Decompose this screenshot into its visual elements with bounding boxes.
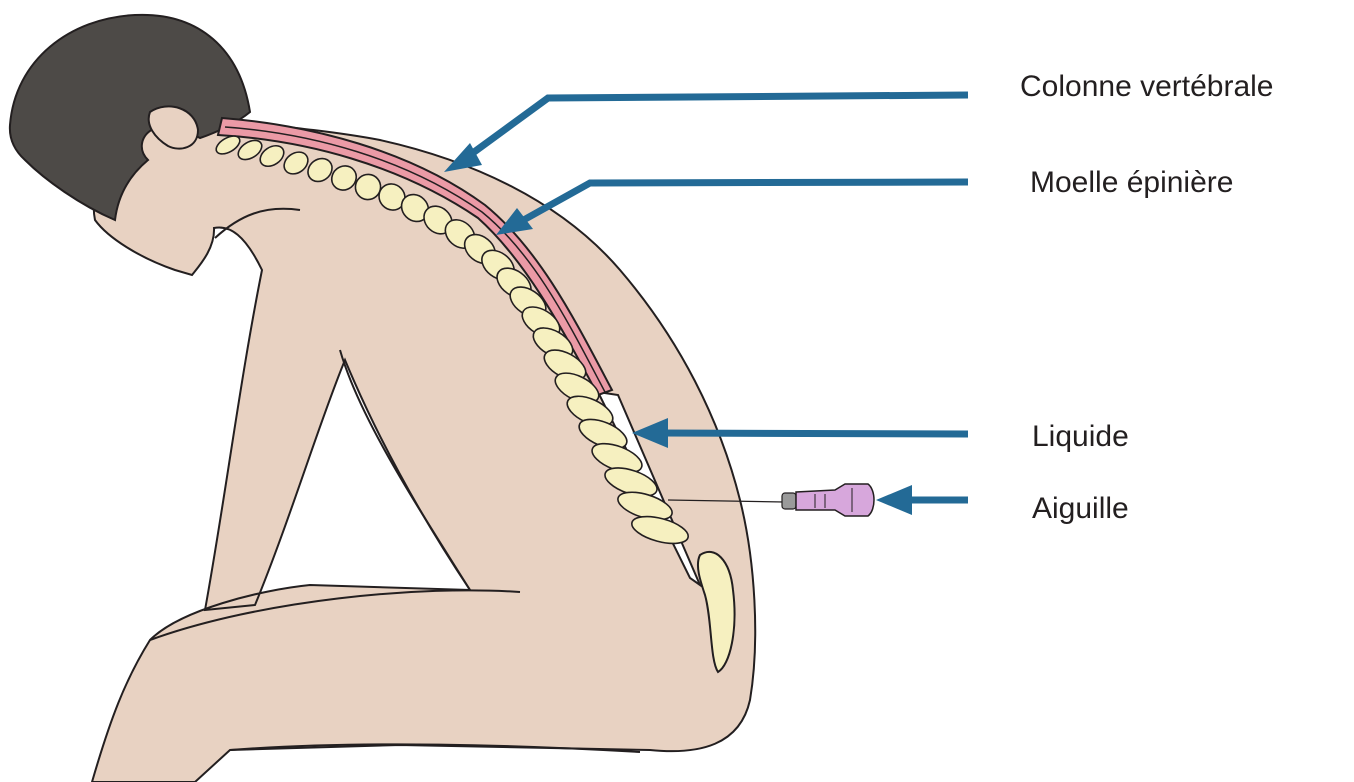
arrow-spine [444,95,968,172]
needle-tip-hub [782,493,796,509]
label-spine: Colonne vertébrale [1020,72,1274,102]
label-fluid: Liquide [1032,422,1129,452]
arrow-needle [876,485,968,515]
label-needle: Aiguille [1032,494,1129,524]
needle-hub [796,484,874,516]
label-spinal-cord: Moelle épinière [1030,168,1233,198]
